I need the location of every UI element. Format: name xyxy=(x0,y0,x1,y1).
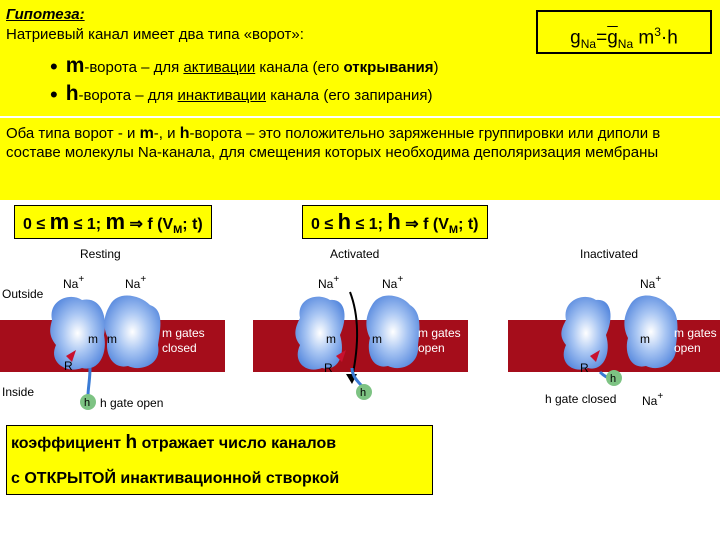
range-text: ; t) xyxy=(182,216,202,233)
m-gates-open-label: m gates xyxy=(418,326,461,340)
channel-activated: m m R h m gates open xyxy=(295,292,460,400)
range-text: ≤ 1; xyxy=(351,216,387,233)
range-text: 0 ≤ xyxy=(23,216,50,233)
channel-subunit xyxy=(295,297,344,370)
r-label: R xyxy=(324,361,333,375)
formula-eq: = xyxy=(596,27,607,48)
range-m-box: 0 ≤ m ≤ 1; m ⇒ f (VM; t) xyxy=(14,205,212,239)
na-ion-label: Na+ xyxy=(63,274,84,291)
r-label: R xyxy=(64,359,73,373)
note-text: коэффициент xyxy=(11,435,126,452)
range-sub: M xyxy=(449,224,458,236)
range-text: ≤ 1; xyxy=(69,216,105,233)
m-gates-open-label: open xyxy=(674,341,701,355)
inside-label: Inside xyxy=(2,385,34,399)
h-ball-label: h xyxy=(610,373,616,385)
hypothesis-title: Гипотеза: xyxy=(6,6,85,23)
h-gate-open-label: h gate open xyxy=(100,396,163,410)
bullet-text: -ворота – для xyxy=(79,87,178,104)
note-line-2: с ОТКРЫТОЙ инактивационной створкой xyxy=(11,470,339,488)
bullet-text: канала (его запирания) xyxy=(266,87,432,104)
m-gate-label: m xyxy=(88,332,98,346)
bullet-symbol: m xyxy=(66,54,85,77)
gates-paragraph: Оба типа ворот - и m-, и h-ворота – это … xyxy=(6,124,712,162)
formula-m: m xyxy=(638,27,654,48)
m-gates-closed-label: closed xyxy=(162,341,197,355)
range-text: ⇒ f (V xyxy=(401,216,449,233)
bullet-bold: открывания xyxy=(344,59,434,76)
formula-gbar: g xyxy=(607,27,618,48)
h-gate-closed-label: h gate closed xyxy=(545,392,616,406)
hypothesis-line: Натриевый канал имеет два типа «ворот»: xyxy=(6,26,304,43)
na-ion-label: Na+ xyxy=(125,274,146,291)
bullet-dot: • xyxy=(50,82,58,107)
range-var: m xyxy=(50,209,70,234)
range-h-box: 0 ≤ h ≤ 1; h ⇒ f (VM; t) xyxy=(302,205,488,239)
na-ion-label: Na+ xyxy=(382,274,403,291)
range-text: ⇒ f (V xyxy=(125,216,173,233)
range-var: m xyxy=(105,209,125,234)
range-text: 0 ≤ xyxy=(311,216,338,233)
h-coefficient-note: коэффициент h отражает число каналов с О… xyxy=(6,425,433,495)
range-sub: M xyxy=(173,224,182,236)
bullet-underlined: активации xyxy=(183,59,255,76)
channel-subunit xyxy=(561,297,610,370)
state-title-activated: Activated xyxy=(330,247,379,261)
channel-states-diagram: Resting Activated Inactivated Outside In… xyxy=(0,240,720,425)
m-gates-open-label: open xyxy=(418,341,445,355)
h-ball-label: h xyxy=(84,397,90,409)
channel-resting: m m R h h gate open m gates closed xyxy=(50,296,204,410)
channel-subunit xyxy=(624,296,677,369)
para-m: m xyxy=(140,125,154,142)
note-line-1: коэффициент h отражает число каналов xyxy=(11,432,336,454)
formula-h: ·h xyxy=(661,27,678,48)
range-var: h xyxy=(338,209,351,234)
bullet-dot: • xyxy=(50,54,58,79)
formula-na2: Na xyxy=(618,37,633,51)
na-ion-label: Na+ xyxy=(642,391,663,408)
state-title-inactivated: Inactivated xyxy=(580,247,638,261)
bullet-text: канала (его xyxy=(255,59,343,76)
note-text: отражает число каналов xyxy=(137,435,336,452)
note-h: h xyxy=(126,432,138,453)
h-ball-label: h xyxy=(360,387,366,399)
para-h: h xyxy=(180,125,190,142)
m-gate-label: m xyxy=(640,332,650,346)
formula-na: Na xyxy=(581,37,596,51)
channel-inactivated: m R h h gate closed m gates open xyxy=(545,296,717,406)
range-var: h xyxy=(387,209,400,234)
formula-g: g xyxy=(570,27,581,48)
formula-exp: 3 xyxy=(654,25,661,39)
bullet-h-gates: • h-ворота – для инактивации канала (его … xyxy=(50,80,433,106)
m-gate-label: m xyxy=(326,332,336,346)
conductance-formula: gNa=gNa m3·h xyxy=(536,10,712,54)
para-text: -, и xyxy=(154,125,180,142)
m-gates-open-label: m gates xyxy=(674,326,717,340)
bullet-symbol: h xyxy=(66,82,79,105)
bullet-text: ) xyxy=(434,59,439,76)
para-text: Оба типа ворот - и xyxy=(6,125,140,142)
na-ion-label: Na+ xyxy=(318,274,339,291)
bullet-underlined: инактивации xyxy=(178,87,266,104)
range-text: ; t) xyxy=(458,216,478,233)
bullet-m-gates: • m-ворота – для активации канала (его от… xyxy=(50,52,439,78)
bullet-text: -ворота – для xyxy=(84,59,183,76)
divider xyxy=(0,116,720,118)
m-gate-label: m xyxy=(107,332,117,346)
state-title-resting: Resting xyxy=(80,247,121,261)
h-gate-tether xyxy=(88,368,90,396)
m-gate-label: m xyxy=(372,332,382,346)
r-label: R xyxy=(580,361,589,375)
m-gates-closed-label: m gates xyxy=(162,326,205,340)
outside-label: Outside xyxy=(2,287,44,301)
na-ion-label: Na+ xyxy=(640,274,661,291)
